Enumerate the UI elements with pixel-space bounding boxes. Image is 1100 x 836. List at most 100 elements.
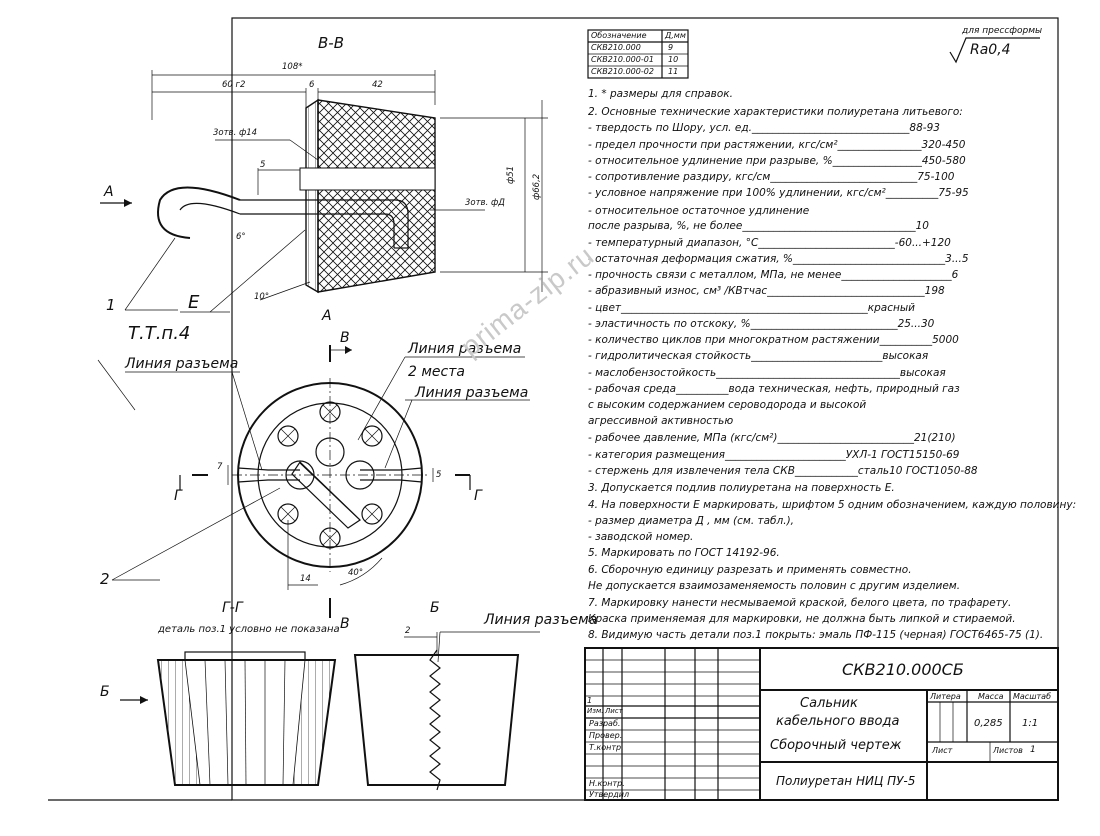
view-b-arrow-label: Б bbox=[100, 684, 110, 700]
variants-cell: СКВ210.000-02 bbox=[591, 67, 654, 76]
variants-cell: СКВ210.000 bbox=[591, 43, 641, 52]
material-label: Полиуретан НИЦ ПУ-5 bbox=[776, 774, 916, 788]
drawing-name-line-1: Сальник bbox=[800, 696, 858, 711]
two-places-label: 2 места bbox=[408, 364, 465, 380]
variants-cell: 10 bbox=[668, 55, 679, 64]
note-line: - количество циклов при многократном рас… bbox=[588, 334, 959, 346]
note-line: - категория размещения__________________… bbox=[588, 449, 960, 461]
sheet-label: Лист bbox=[932, 746, 953, 755]
roughness-sign bbox=[949, 37, 1040, 64]
variants-header-designation: Обозначение bbox=[591, 31, 647, 40]
section-bb-title: В-В bbox=[318, 34, 344, 52]
parting-seam bbox=[429, 649, 441, 791]
item-2-label: 2 bbox=[100, 570, 110, 588]
dim-5: 5 bbox=[260, 160, 266, 170]
tech-req-ref: Т.Т.п.4 bbox=[128, 323, 191, 344]
role-label: Лист bbox=[605, 707, 623, 715]
dim-hole-d: 3отв. фД bbox=[465, 198, 505, 208]
title-row-number: 1 bbox=[587, 696, 593, 705]
note-line: 4. На поверхности Е маркировать, шрифтом… bbox=[588, 499, 1077, 511]
note-line: - твердость по Шору, усл. ед.___________… bbox=[588, 122, 940, 134]
extraction-rod bbox=[240, 199, 409, 248]
role-label: Т.контр. bbox=[589, 743, 624, 752]
drawing-name-line-3: Сборочный чертеж bbox=[770, 738, 902, 753]
gland-body-section bbox=[317, 99, 436, 293]
note-line: с высоким содержанием сероводорода и выс… bbox=[588, 399, 867, 411]
dim-5-right: 5 bbox=[436, 470, 442, 480]
note-line: - рабочее давление, МПа (кгс/см²)_______… bbox=[588, 432, 956, 444]
section-g-mark-left: Г bbox=[174, 488, 182, 504]
dim-108: 108* bbox=[282, 62, 303, 72]
parting-line-label-2: Линия разъема bbox=[408, 341, 522, 357]
note-line: после разрыва, %, не более______________… bbox=[588, 220, 929, 232]
title-block-grid bbox=[584, 647, 1059, 801]
dim-angle-40: 40° bbox=[348, 568, 364, 578]
dim-7: 7 bbox=[217, 462, 223, 472]
view-b bbox=[353, 631, 540, 791]
role-label: Утвердил bbox=[589, 790, 630, 799]
sheets-value: 1 bbox=[1030, 745, 1036, 755]
section-bb-view bbox=[100, 70, 548, 313]
note-line: 7. Маркировку нанести несмываемой краско… bbox=[588, 597, 1012, 609]
note-line: - температурный диапазон, °С____________… bbox=[588, 237, 951, 249]
parting-line-label-4: Линия разъема bbox=[484, 612, 598, 628]
parting-line-label-1: Линия разъема bbox=[125, 356, 239, 372]
note-line: - прочность связи с металлом, МПа, не ме… bbox=[588, 269, 959, 281]
litera-header: Литера bbox=[930, 692, 961, 701]
mass-header: Масса bbox=[978, 692, 1004, 701]
drawing-name-line-2: кабельного ввода bbox=[776, 714, 900, 729]
variants-cell: 9 bbox=[668, 43, 674, 52]
section-b-mark-bottom: В bbox=[340, 616, 350, 632]
note-line: - гидролитическая стойкость_____________… bbox=[588, 350, 929, 362]
dim-42: 42 bbox=[372, 80, 383, 90]
section-g-mark-right: Г bbox=[474, 488, 482, 504]
sheets-label: Листов bbox=[993, 746, 1023, 755]
section-b-mark-top: В bbox=[340, 330, 350, 346]
section-gg-note: деталь поз.1 условно не показана bbox=[158, 624, 340, 635]
hook bbox=[157, 186, 241, 239]
variants-header-d: Д,мм bbox=[665, 31, 686, 40]
note-line: 8. Видимую часть детали поз.1 покрыть: э… bbox=[588, 629, 1044, 641]
note-line: Не допускается взаимозаменяемость полови… bbox=[588, 580, 961, 592]
dim-hole-14: 3отв. ф14 bbox=[213, 128, 258, 138]
drawing-designation: СКВ210.000СБ bbox=[842, 660, 964, 679]
dim-6: 6 bbox=[309, 80, 315, 90]
dim-14: 14 bbox=[300, 574, 311, 584]
parting-line-label-3: Линия разъема bbox=[415, 385, 529, 401]
scale-header: Масштаб bbox=[1013, 692, 1052, 701]
note-line: - рабочая среда__________вода техническа… bbox=[588, 383, 960, 395]
note-line: - остаточная деформация сжатия, %_______… bbox=[588, 253, 969, 265]
note-line: - относительное удлинение при разрыве, %… bbox=[588, 155, 966, 167]
view-a-arrow-label: А bbox=[104, 184, 114, 200]
note-line: - эластичность по отскоку, %____________… bbox=[588, 318, 935, 330]
item-1-label: 1 bbox=[106, 296, 116, 314]
note-line: - абразивный износ, см³ /КВтчас_________… bbox=[588, 285, 945, 297]
role-label: Разраб. bbox=[589, 719, 621, 728]
note-line: 5. Маркировать по ГОСТ 14192-96. bbox=[588, 547, 780, 559]
mass-value: 0,285 bbox=[974, 718, 1003, 729]
role-label: Н.контр. bbox=[589, 779, 625, 788]
note-line: 1. * размеры для справок. bbox=[588, 88, 733, 100]
note-line: - стержень для извлечения тела СКВ______… bbox=[588, 465, 978, 477]
note-line: 3. Допускается подлив полиуретана на пов… bbox=[588, 482, 895, 494]
note-line: 6. Сборочную единицу разрезать и применя… bbox=[588, 564, 912, 576]
note-line: - сопротивление раздиру, кгс/см_________… bbox=[588, 171, 955, 183]
note-line: - размер диаметра Д , мм (см. табл.), bbox=[588, 515, 795, 527]
dim-angle-6: 6° bbox=[236, 232, 246, 242]
view-a-title: А bbox=[322, 308, 332, 324]
variants-table-grid bbox=[587, 29, 689, 79]
role-label: Провер. bbox=[589, 731, 623, 740]
note-line: - заводской номер. bbox=[588, 531, 694, 543]
dim-d66: ф66,2 bbox=[532, 173, 542, 200]
section-gg-view bbox=[120, 651, 337, 786]
dim-d51: ф51 bbox=[506, 165, 516, 184]
for-mold-label: для прессформы bbox=[962, 26, 1043, 36]
note-line: - цвет__________________________________… bbox=[588, 302, 915, 314]
note-line: Краска применяемая для маркировки, не до… bbox=[588, 613, 1016, 625]
note-line: - предел прочности при растяжении, кгс/с… bbox=[588, 139, 966, 151]
view-a-face bbox=[97, 345, 530, 618]
role-label: Изм. bbox=[587, 707, 604, 715]
roughness-value: Ra0,4 bbox=[970, 42, 1011, 58]
